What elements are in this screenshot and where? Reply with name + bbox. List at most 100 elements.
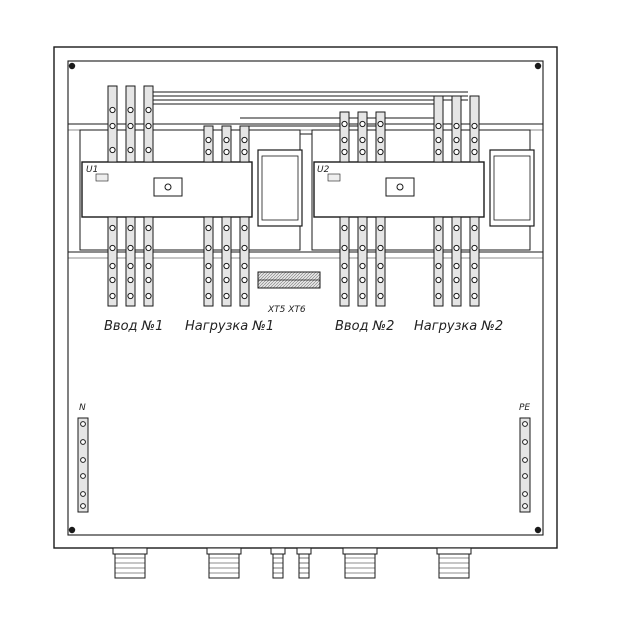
u2-bottom-bar-1-bolt-0 — [359, 224, 366, 232]
u2-load-top-bar-2-bolt-2 — [471, 148, 478, 156]
u1-load-bottom-bar-0-bolt-3 — [205, 276, 212, 284]
u1-load-top-bar-1 — [221, 125, 232, 163]
u1-top-bar-1-bolt-0 — [127, 106, 134, 114]
u1-load-bottom-bar-0-bolt-1 — [205, 244, 212, 252]
label-u1: U1 — [86, 165, 98, 175]
u2-top-bar-1-bolt-0 — [359, 120, 366, 128]
u1-bottom-bar-1-bolt-3 — [127, 276, 134, 284]
u2-load-bottom-bar-0-bolt-0 — [435, 224, 442, 232]
u1-load-bottom-bar-2 — [239, 216, 250, 307]
u2-load-bottom-bar-1-bolt-3 — [453, 276, 460, 284]
u2-top-bar-2-bolt-2 — [377, 148, 384, 156]
u1-bottom-bar-2-bolt-2 — [145, 262, 152, 270]
u2-bottom-bar-0 — [339, 216, 350, 307]
u2-load-bottom-bar-2 — [469, 216, 480, 307]
u1-bottom-bar-2-bolt-3 — [145, 276, 152, 284]
u2-load-bottom-bar-0-bolt-2 — [435, 262, 442, 270]
n-bus-bolt-5 — [80, 503, 86, 509]
n-bus-bolt-4 — [80, 491, 86, 497]
u1-top-bar-1-bolt-2 — [127, 146, 134, 154]
u2-load-bottom-bar-1 — [451, 216, 462, 307]
cable-gland-small-1-body — [272, 553, 284, 579]
u2-bottom-bar-2-bolt-2 — [377, 262, 384, 270]
u1-load-bottom-bar-1-bolt-4 — [223, 292, 230, 300]
cable-gland-4-nut — [436, 547, 472, 555]
pe-bus-bolt-2 — [522, 457, 528, 463]
u2-top-bar-1-bolt-1 — [359, 136, 366, 144]
u1-load-bottom-bar-2-bolt-3 — [241, 276, 248, 284]
u2-bottom-bar-2-bolt-1 — [377, 244, 384, 252]
u1-top-bar-2-bolt-2 — [145, 146, 152, 154]
u2-load-bottom-bar-1-bolt-1 — [453, 244, 460, 252]
u1-top-bar-0-bolt-1 — [109, 122, 116, 130]
u2-load-bottom-bar-2-bolt-3 — [471, 276, 478, 284]
u2-bottom-bar-0-bolt-4 — [341, 292, 348, 300]
u1-load-bottom-bar-1-bolt-3 — [223, 276, 230, 284]
u2-load-bottom-bar-2-bolt-1 — [471, 244, 478, 252]
u2-load-bottom-bar-2-bolt-0 — [471, 224, 478, 232]
u1-top-bar-2-bolt-0 — [145, 106, 152, 114]
u2-load-bottom-bar-1-bolt-2 — [453, 262, 460, 270]
u1-load-bottom-bar-0-bolt-4 — [205, 292, 212, 300]
label-pe-bus: PE — [519, 403, 530, 413]
u2-bottom-bar-2-bolt-4 — [377, 292, 384, 300]
u1-bottom-bar-0 — [107, 216, 118, 307]
cable-gland-2-body — [208, 553, 240, 579]
u2-bottom-bar-1-bolt-1 — [359, 244, 366, 252]
equipment-layer — [77, 85, 535, 579]
switch-u1-aux-window — [261, 155, 299, 221]
u2-load-bottom-bar-1-bolt-0 — [453, 224, 460, 232]
u1-load-top-bar-2-bolt-1 — [241, 148, 248, 156]
pe-bus-bolt-4 — [522, 491, 528, 497]
u1-top-bar-0-bolt-0 — [109, 106, 116, 114]
cable-gland-1-body — [114, 553, 146, 579]
u2-top-bar-0-bolt-0 — [341, 120, 348, 128]
u2-bottom-bar-1-bolt-2 — [359, 262, 366, 270]
switch-u1-nameplate — [95, 173, 109, 182]
cable-gland-1-nut — [112, 547, 148, 555]
cable-gland-4-body — [438, 553, 470, 579]
u2-load-top-bar-0-bolt-0 — [435, 122, 442, 130]
u2-load-bottom-bar-0 — [433, 216, 444, 307]
u2-load-top-bar-1-bolt-2 — [453, 148, 460, 156]
u2-top-bar-0-bolt-1 — [341, 136, 348, 144]
u1-bottom-bar-1-bolt-4 — [127, 292, 134, 300]
u1-bottom-bar-2-bolt-4 — [145, 292, 152, 300]
u1-load-bottom-bar-1-bolt-1 — [223, 244, 230, 252]
u1-load-top-bar-1-bolt-1 — [223, 148, 230, 156]
u2-bottom-bar-0-bolt-2 — [341, 262, 348, 270]
u2-bottom-bar-2-bolt-0 — [377, 224, 384, 232]
u2-bottom-bar-0-bolt-0 — [341, 224, 348, 232]
label-n-bus: N — [79, 403, 86, 413]
label-terminals: XT5 XT6 — [267, 305, 306, 315]
u2-load-bottom-bar-2-bolt-4 — [471, 292, 478, 300]
u2-bottom-bar-2 — [375, 216, 386, 307]
label-u2: U2 — [317, 165, 330, 175]
switch-u2-knob — [396, 183, 404, 191]
u1-load-bottom-bar-0 — [203, 216, 214, 307]
u2-bottom-bar-1 — [357, 216, 368, 307]
cable-gland-3-body — [344, 553, 376, 579]
u1-bottom-bar-0-bolt-0 — [109, 224, 116, 232]
u1-load-bottom-bar-0-bolt-2 — [205, 262, 212, 270]
u1-bottom-bar-0-bolt-2 — [109, 262, 116, 270]
label-input-2: Ввод №2 — [335, 319, 394, 334]
u2-bottom-bar-1-bolt-4 — [359, 292, 366, 300]
label-input-1: Ввод №1 — [104, 319, 163, 334]
u2-load-top-bar-1-bolt-1 — [453, 136, 460, 144]
u2-top-bar-2-bolt-0 — [377, 120, 384, 128]
u1-load-bottom-bar-2-bolt-4 — [241, 292, 248, 300]
u1-bottom-bar-2-bolt-0 — [145, 224, 152, 232]
u1-top-bar-1-bolt-1 — [127, 122, 134, 130]
cable-gland-small-1-nut — [270, 547, 286, 555]
u2-load-bottom-bar-1-bolt-4 — [453, 292, 460, 300]
u2-bottom-bar-1-bolt-3 — [359, 276, 366, 284]
u1-bottom-bar-1 — [125, 216, 136, 307]
u1-load-bottom-bar-1-bolt-0 — [223, 224, 230, 232]
switch-u2-aux-window — [493, 155, 531, 221]
u2-load-bottom-bar-0-bolt-1 — [435, 244, 442, 252]
u2-load-top-bar-0-bolt-1 — [435, 136, 442, 144]
u1-bottom-bar-0-bolt-3 — [109, 276, 116, 284]
u2-load-top-bar-1-bolt-0 — [453, 122, 460, 130]
